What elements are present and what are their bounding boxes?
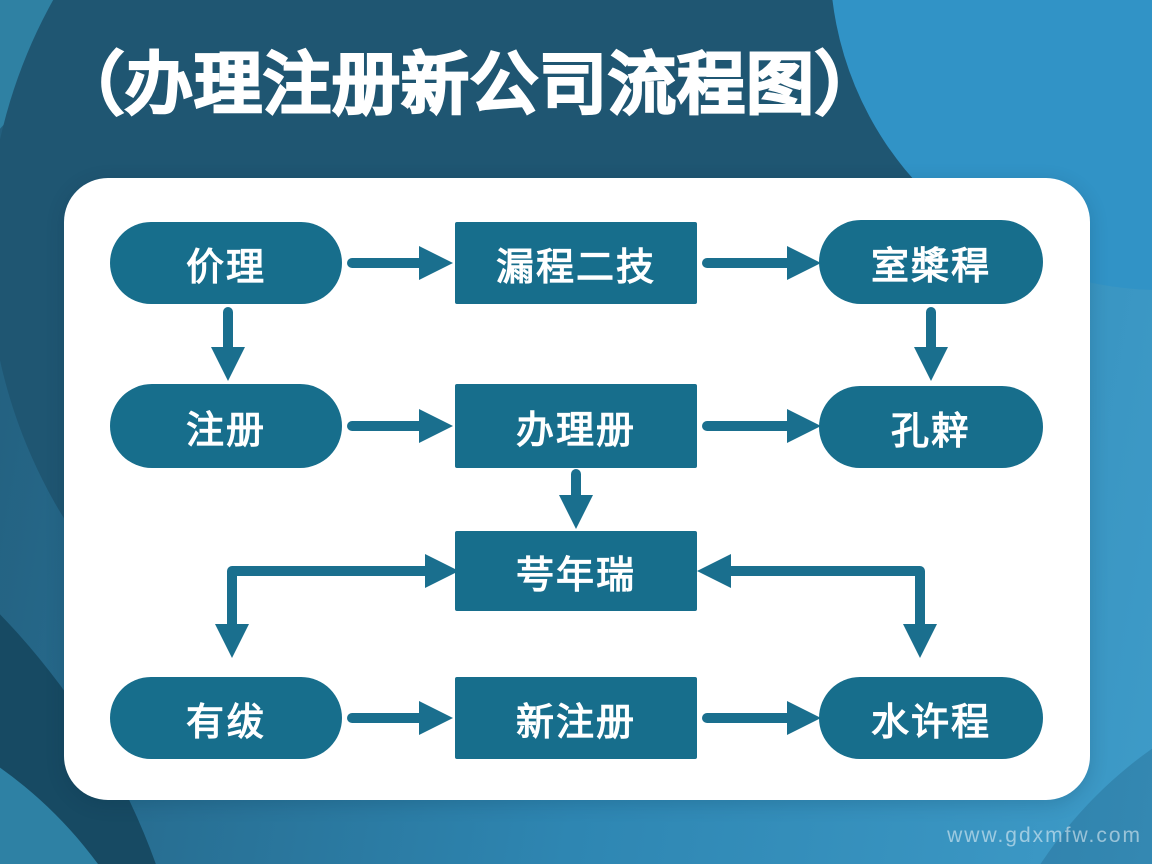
- arrow-elbow-n7-n8: [214, 553, 460, 659]
- page-title: （办理注册新公司流程图）: [55, 46, 885, 124]
- flow-node-n10: 水许程: [819, 677, 1043, 759]
- flow-node-n4: 注册: [110, 384, 342, 468]
- flow-node-n2: 漏程二技: [455, 222, 697, 304]
- flow-node-n5: 办理册: [455, 384, 697, 468]
- flow-node-n9: 新注册: [455, 677, 697, 759]
- flow-node-n6-label: 孔辢: [890, 410, 971, 453]
- flow-node-n3-label: 室槳稈: [870, 245, 991, 288]
- flow-node-n7: 芌年瑞: [455, 531, 697, 611]
- flow-node-n10-label: 水许程: [870, 701, 991, 744]
- flow-node-n3: 室槳稈: [819, 220, 1043, 304]
- flowchart-card: 价理 漏程二技 室槳稈 注册 办理册 孔辢 芌年瑞 有绂 新注册 水许程: [64, 178, 1090, 800]
- flow-node-n7-label: 芌年瑞: [515, 554, 636, 597]
- flow-node-n8-label: 有绂: [185, 701, 266, 744]
- flow-node-n1: 价理: [110, 222, 342, 304]
- flow-node-n8: 有绂: [110, 677, 342, 759]
- flow-node-n9-label: 新注册: [515, 701, 636, 744]
- flow-node-n4-label: 注册: [185, 409, 266, 452]
- flow-node-n5-label: 办理册: [515, 409, 636, 452]
- arrow-elbow-n7-n10: [696, 553, 938, 659]
- flow-node-n2-label: 漏程二技: [495, 246, 656, 289]
- flow-node-n6: 孔辢: [819, 386, 1043, 468]
- flowchart-connectors: [210, 245, 949, 736]
- flow-node-n1-label: 价理: [185, 246, 266, 289]
- watermark: www.gdxmfw.com: [947, 824, 1142, 847]
